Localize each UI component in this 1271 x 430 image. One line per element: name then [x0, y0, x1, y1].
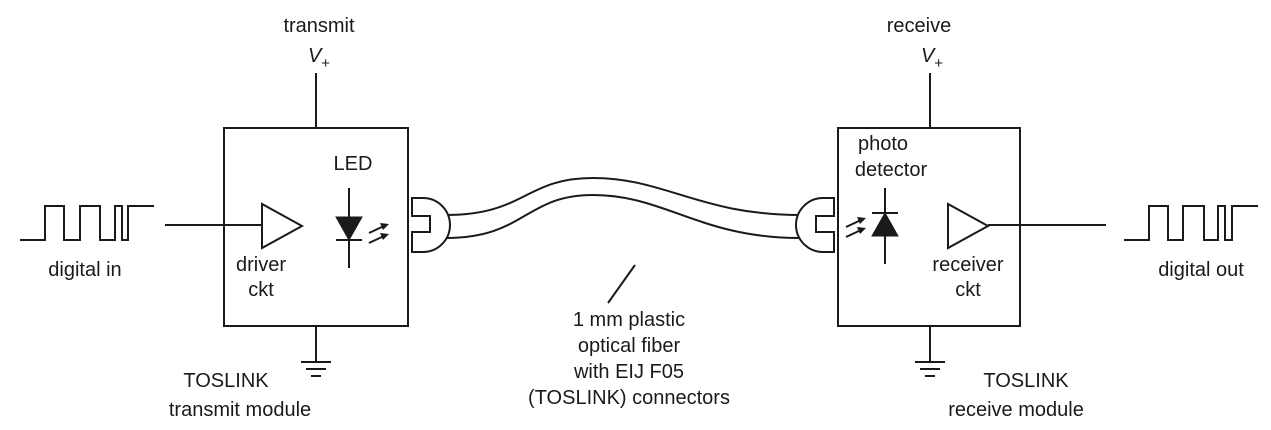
receive-supply-label: receive: [887, 15, 951, 37]
transmit-supply-voltage: V+: [308, 45, 330, 72]
receive-supply-subscript: +: [934, 55, 943, 72]
photodiode-symbol: [871, 188, 899, 264]
fiber-label-line4: (TOSLINK) connectors: [528, 387, 730, 409]
optical-fiber: [445, 176, 801, 239]
fiber-outer-edge: [445, 176, 801, 216]
led-label: LED: [334, 153, 373, 175]
digital-in-label: digital in: [48, 259, 121, 281]
photodetector-label-line1: photo: [858, 133, 908, 155]
receiver-label-line1: receiver: [932, 254, 1003, 276]
driver-amplifier-symbol: [261, 202, 305, 250]
led-emission-arrows: [368, 223, 389, 244]
transmit-connector: [411, 197, 451, 253]
photodetector-label-line2: detector: [855, 159, 928, 181]
fiber-label-line3: with EIJ F05: [573, 361, 684, 383]
digital-in-waveform: [20, 205, 154, 241]
receive-connector: [795, 197, 835, 253]
receive-module-label-line1: TOSLINK: [983, 370, 1069, 392]
transmit-module-label-line2: transmit module: [169, 399, 311, 421]
transmit-supply-symbol: V: [308, 45, 323, 67]
transmit-module-box: [223, 127, 409, 327]
fiber-leader-line: [607, 264, 636, 304]
driver-label-line2: ckt: [248, 279, 274, 301]
transmit-module-label-line1: TOSLINK: [183, 370, 269, 392]
transmit-supply-label: transmit: [283, 15, 355, 37]
fiber-inner-edge: [445, 193, 801, 239]
receive-ground-symbol: [915, 326, 945, 377]
receive-supply-symbol: V: [921, 45, 936, 67]
transmit-side: transmit V+ digital in driver ckt LED: [20, 15, 409, 421]
transmit-ground-symbol: [301, 326, 331, 377]
transmit-supply-subscript: +: [321, 55, 330, 72]
photodiode-incident-arrows: [845, 217, 866, 238]
digital-out-waveform: [1124, 205, 1258, 241]
receive-module-box: [837, 127, 1021, 327]
led-diode-symbol: [335, 188, 363, 268]
receiver-label-line2: ckt: [955, 279, 981, 301]
receive-module-label-line2: receive module: [948, 399, 1084, 421]
driver-label-line1: driver: [236, 254, 286, 276]
digital-out-label: digital out: [1158, 259, 1244, 281]
fiber-label-line1: 1 mm plastic: [573, 309, 685, 331]
receive-side: receive V+ photo detector r: [837, 15, 1258, 421]
fiber-label-line2: optical fiber: [578, 335, 681, 357]
receive-supply-voltage: V+: [921, 45, 943, 72]
receiver-amplifier-symbol: [947, 202, 991, 250]
